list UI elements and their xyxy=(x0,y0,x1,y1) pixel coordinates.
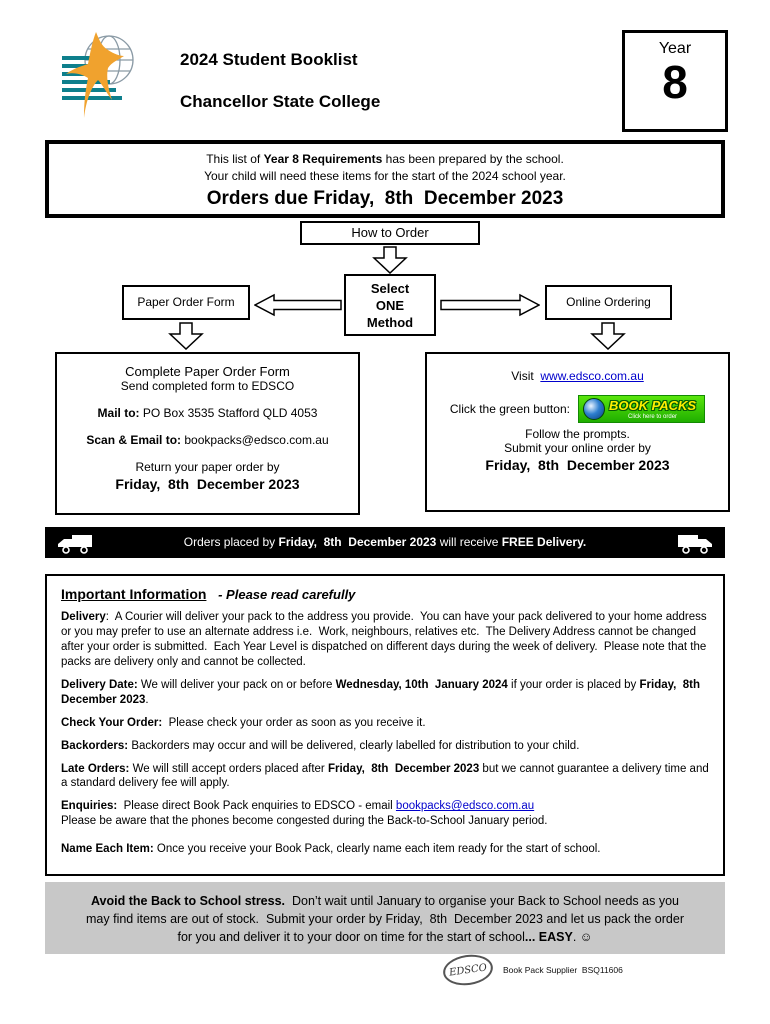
online-ordering-option: Online Ordering xyxy=(545,285,672,320)
year-level-box: Year 8 xyxy=(622,30,728,132)
info-paragraph-backorders: Backorders: Backorders may occur and wil… xyxy=(61,739,580,752)
mail-to-line: Mail to: PO Box 3535 Stafford QLD 4053 xyxy=(97,406,318,420)
info-paragraph-name-items: Name Each Item: Once you receive your Bo… xyxy=(61,843,601,856)
paper-order-details-box: Complete Paper Order Form Send completed… xyxy=(55,352,360,515)
important-title: Important Information xyxy=(61,586,207,602)
follow-prompts-line: Follow the prompts. xyxy=(525,427,630,441)
free-delivery-banner: Orders placed by Friday, 8th December 20… xyxy=(45,527,725,558)
important-title-separator xyxy=(210,586,214,602)
book-packs-button-label: BOOK PACKS xyxy=(608,397,697,413)
free-delivery-text: Orders placed by Friday, 8th December 20… xyxy=(183,535,587,549)
select-line-1: Select xyxy=(370,281,410,296)
header-titles: 2024 Student Booklist Chancellor State C… xyxy=(180,50,380,112)
info-paragraph-enquiries: Enquiries: Please direct Book Pack enqui… xyxy=(61,800,548,828)
school-logo xyxy=(62,30,142,129)
select-line-2: ONE xyxy=(375,297,405,313)
paper-subheading: Send completed form to EDSCO xyxy=(120,379,295,393)
year-number: 8 xyxy=(662,56,688,108)
select-line-3: Method xyxy=(366,314,414,330)
truck-icon xyxy=(677,532,713,559)
text-link[interactable]: www.edsco.com.au xyxy=(540,369,644,383)
edsco-logo: EDSCO xyxy=(441,951,495,989)
text-link[interactable]: bookpacks@edsco.com.au xyxy=(395,800,535,813)
supplier-row: EDSCO Book Pack Supplier BSQ11606 xyxy=(441,951,623,989)
paper-deadline: Friday, 8th December 2023 xyxy=(115,476,300,492)
return-by-line: Return your paper order by xyxy=(135,460,280,474)
book-packs-button-subtext: Click here to order xyxy=(628,413,678,420)
online-deadline: Friday, 8th December 2023 xyxy=(485,457,670,473)
important-title-row: Important Information - Please read care… xyxy=(61,586,709,602)
book-packs-button[interactable]: BOOK PACKS Click here to order xyxy=(577,395,706,423)
edsco-globe-icon xyxy=(582,398,605,420)
important-subtitle: - Please read carefully xyxy=(218,587,356,602)
left-arrow-icon xyxy=(253,293,342,322)
right-arrow-icon xyxy=(440,293,541,322)
edsco-logo-text: EDSCO xyxy=(448,961,488,979)
click-button-row: Click the green button: BOOK PACKS Click… xyxy=(427,395,728,423)
school-name: Chancellor State College xyxy=(180,92,381,111)
info-paragraph-delivery-date: Delivery Date: We will deliver your pack… xyxy=(61,678,707,706)
submit-order-line: Submit your online order by xyxy=(504,441,651,455)
year-label: Year xyxy=(658,40,692,57)
select-one-method-box: Select ONE Method xyxy=(344,274,436,336)
page-title: 2024 Student Booklist xyxy=(180,50,358,69)
info-paragraph-check-order: Check Your Order: Please check your orde… xyxy=(61,716,426,729)
visit-line: Visit www.edsco.com.au xyxy=(511,369,644,383)
down-arrow-icon xyxy=(590,322,626,355)
how-to-order-box: How to Order xyxy=(300,221,480,245)
info-paragraph-late-orders: Late Orders: We will still accept orders… xyxy=(61,762,712,790)
click-button-label: Click the green button: xyxy=(449,402,570,416)
down-arrow-icon xyxy=(168,322,204,355)
paper-heading: Complete Paper Order Form xyxy=(125,364,290,379)
scan-email-line: Scan & Email to: bookpacks@edsco.com.au xyxy=(86,433,329,447)
truck-icon xyxy=(57,532,93,559)
supplier-label: Book Pack Supplier BSQ11606 xyxy=(503,965,623,975)
orders-due-heading: Orders due Friday, 8th December 2023 xyxy=(206,187,564,209)
online-ordering-details-box: Visit www.edsco.com.au Click the green b… xyxy=(425,352,730,512)
paper-order-form-option: Paper Order Form xyxy=(122,285,250,320)
notice-line-2: Your child will need these items for the… xyxy=(204,168,566,183)
notice-line-1: This list of Year 8 Requirements has bee… xyxy=(206,152,564,166)
down-arrow-icon xyxy=(372,246,408,279)
requirements-notice-box: This list of Year 8 Requirements has bee… xyxy=(45,140,725,218)
back-to-school-stress-notice: Avoid the Back to School stress. Don’t w… xyxy=(45,882,725,954)
info-paragraph-delivery: Delivery: A Courier will deliver your pa… xyxy=(61,611,710,668)
important-information-box: Important Information - Please read care… xyxy=(45,574,725,876)
